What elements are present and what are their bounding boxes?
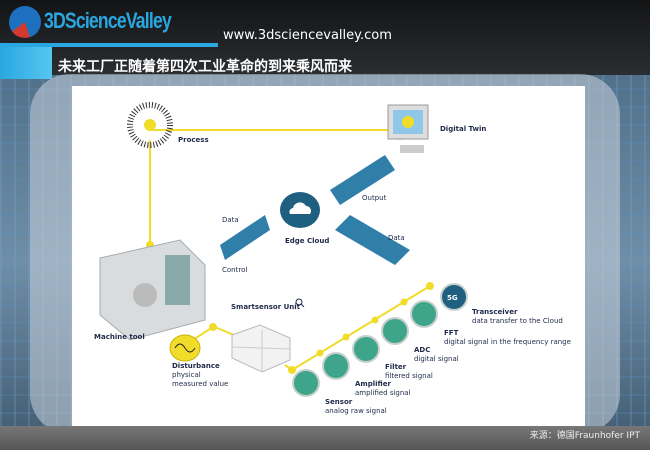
adc-icon [381,317,409,345]
header-bar [0,0,650,75]
transceiver-5g-icon [440,283,468,311]
amplifier-icon [322,352,350,380]
search-icon [295,298,305,308]
label-smartsensor: Smartsensor Unit [231,303,301,311]
machine-tool-icon [99,239,206,341]
filter-icon [352,335,380,363]
label-machine-tool: Machine tool [94,333,145,341]
label-control: Control [222,266,248,274]
data-control-arrow [220,215,270,260]
footer-bar [0,426,650,450]
digital-twin-monitor-icon [387,104,429,153]
disturbance-icon [169,334,201,362]
logo-icon [9,6,41,38]
output-arrow [330,155,395,205]
label-edge-cloud: Edge Cloud [285,237,330,245]
fft-icon [410,300,438,328]
site-url[interactable]: www.3dsciencevalley.com [223,28,392,43]
source-credit: 来源：德国Fraunhofer IPT [529,431,640,441]
data-arrow-right [335,215,410,265]
logo: 3DScienceValley [44,8,172,33]
sensor-icon [292,369,320,397]
accent-tab [0,47,52,79]
label-digital-twin: Digital Twin [440,125,487,133]
label-output: Output [362,194,387,202]
page-title: 未来工厂正随着第四次工业革命的到来乘风而来 [58,59,352,75]
accent-bar [0,43,218,47]
process-fan-icon [127,102,173,148]
label-data-right: Data [388,234,405,242]
badge-5g: 5G [447,294,458,302]
label-data-left: Data [222,216,239,224]
edge-cloud-icon [280,192,320,228]
smartsensor-cube-icon [231,324,291,373]
label-process: Process [178,136,209,144]
